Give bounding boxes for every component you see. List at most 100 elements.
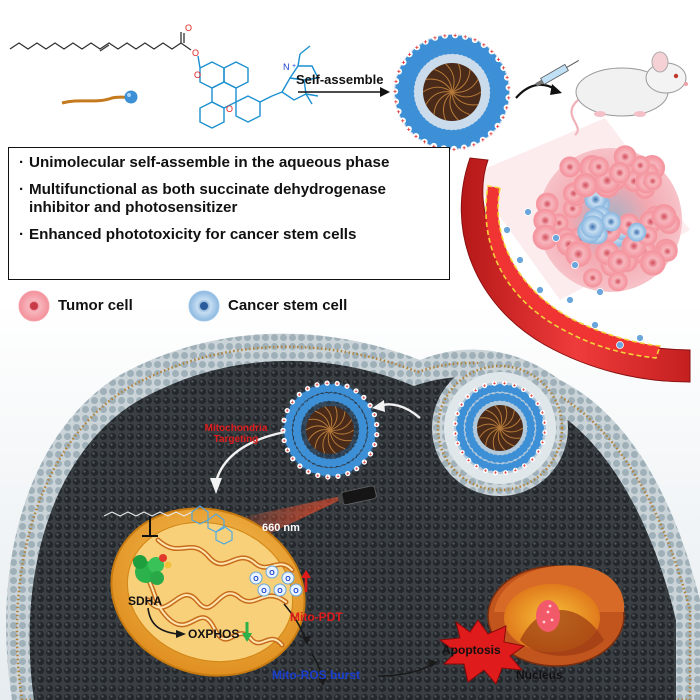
svg-text:+: + [286, 409, 289, 415]
svg-text:+: + [543, 420, 546, 426]
stem-cell-legend-label: Cancer stem cell [228, 297, 348, 314]
svg-text:+: + [523, 464, 526, 470]
svg-text:+: + [522, 387, 525, 393]
svg-text:+: + [307, 470, 310, 476]
arrowhead-oxphos [176, 630, 186, 638]
oleate-chain-structure [9, 32, 192, 52]
sdha-enzyme-icon [133, 554, 172, 585]
svg-text:+: + [373, 443, 376, 449]
svg-text:+: + [369, 403, 372, 409]
svg-text:+: + [482, 42, 486, 49]
svg-text:+: + [531, 457, 534, 463]
svg-text:+: + [336, 381, 339, 387]
svg-text:+: + [316, 383, 319, 389]
svg-text:+: + [424, 39, 428, 46]
svg-text:+: + [397, 109, 401, 116]
svg-text:+: + [504, 470, 507, 476]
svg-text:+: + [473, 37, 477, 44]
injection-arrow [515, 83, 562, 99]
svg-text:+: + [497, 56, 501, 63]
svg-text:+: + [414, 134, 418, 141]
svg-text:+: + [291, 400, 294, 406]
feature-item: ·Multifunctional as both succinate dehyd… [19, 181, 439, 217]
nitrogen-atom: N [283, 62, 290, 72]
oxygen-atom-1: O [185, 23, 192, 33]
mito-ros-burst-label: Mito-ROS burst [272, 668, 360, 682]
stem-cell-legend-icon [188, 290, 220, 322]
circulating-nanoparticles [503, 208, 644, 349]
svg-text:+: + [505, 75, 509, 82]
svg-text:+: + [432, 143, 436, 150]
micelle-nanoparticle: +++++++++++++++++++++++++++++++++++ [391, 31, 513, 153]
svg-text:+: + [306, 387, 309, 393]
svg-text:+: + [453, 32, 457, 39]
wavelength-label: 660 nm [262, 522, 300, 534]
laser-pointer-icon [337, 485, 377, 506]
sdha-label: SDHA [128, 594, 163, 608]
amphiphile-schematic [61, 90, 138, 105]
nucleus-icon [487, 565, 625, 667]
mouse-icon [570, 51, 688, 136]
svg-text:+: + [394, 79, 398, 86]
oxygen-atom-3: O [194, 70, 201, 80]
svg-text:+: + [475, 464, 478, 470]
svg-text:+: + [502, 65, 506, 72]
svg-text:+: + [483, 384, 486, 390]
svg-text:+: + [316, 473, 319, 479]
svg-text:+: + [408, 51, 412, 58]
feature-box: ·Unimolecular self-assemble in the aqueo… [8, 147, 450, 280]
svg-text:+: + [298, 464, 301, 470]
svg-text:+: + [456, 441, 459, 447]
svg-text:+: + [472, 142, 476, 149]
release-arrow [372, 400, 421, 419]
svg-text:+: + [536, 401, 539, 407]
svg-text:+: + [291, 457, 294, 463]
svg-text:+: + [282, 418, 285, 424]
svg-text:+: + [505, 105, 509, 112]
svg-text:+: + [326, 381, 329, 387]
svg-text:+: + [463, 34, 467, 41]
mito-targeting-line2: Targeting [213, 434, 259, 445]
svg-text:+: + [375, 422, 378, 428]
svg-text:+: + [443, 33, 447, 40]
svg-text:+: + [530, 394, 533, 400]
svg-text:+: + [507, 85, 511, 92]
svg-text:+: + [402, 60, 406, 67]
svg-text:+: + [496, 123, 500, 130]
svg-text:+: + [514, 468, 517, 474]
mitochondrion [110, 507, 306, 677]
svg-text:+: + [286, 448, 289, 454]
svg-text:+: + [393, 89, 397, 96]
feature-item: ·Enhanced phototoxicity for cancer stem … [19, 226, 357, 243]
self-assemble-arrow [298, 87, 390, 97]
svg-text:+: + [460, 402, 463, 408]
positive-charge: + [292, 63, 296, 70]
svg-text:+: + [423, 139, 427, 146]
svg-text:+: + [375, 433, 378, 439]
svg-text:O: O [277, 588, 283, 595]
tumor-mass [532, 145, 682, 292]
svg-text:+: + [336, 474, 339, 480]
svg-text:+: + [433, 35, 437, 42]
svg-text:+: + [363, 460, 366, 466]
svg-text:+: + [490, 49, 494, 56]
nucleus-label: Nucleus [516, 668, 563, 682]
oxygen-atom-4: O [226, 104, 233, 114]
mito-pdt-label: Mito-PDT [290, 610, 343, 624]
svg-text:+: + [355, 389, 358, 395]
svg-text:+: + [394, 99, 398, 106]
svg-text:+: + [481, 137, 485, 144]
blood-vessel [460, 157, 691, 383]
feature-text-2: Multifunctional as both succinate dehydr… [29, 181, 386, 216]
svg-text:+: + [484, 468, 487, 474]
svg-text:+: + [489, 131, 493, 138]
svg-text:+: + [298, 392, 301, 398]
molecule-on-membrane [103, 505, 233, 545]
svg-text:+: + [461, 450, 464, 456]
svg-text:+: + [373, 413, 376, 419]
svg-text:+: + [355, 467, 358, 473]
svg-text:+: + [454, 421, 457, 427]
svg-text:+: + [501, 115, 505, 122]
